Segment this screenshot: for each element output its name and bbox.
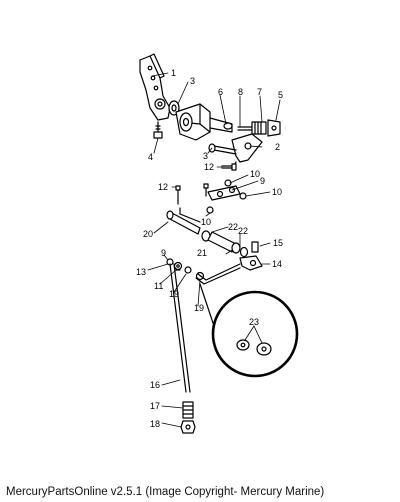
callout-labels: 1 2 3 3 4 5 6 7 8 9 9 10 10 10 11 12 12 … (136, 68, 283, 429)
part-link-rod (195, 263, 241, 285)
part-long-rod (169, 263, 191, 393)
callout-8: 8 (238, 87, 243, 97)
callout-18: 18 (150, 419, 160, 429)
callout-6: 6 (218, 87, 223, 97)
callout-7: 7 (257, 87, 262, 97)
callout-19: 19 (194, 303, 204, 313)
callout-3: 3 (203, 151, 208, 161)
callout-12: 12 (204, 162, 214, 172)
callout-14: 14 (272, 259, 282, 269)
callout-22: 22 (238, 226, 248, 236)
callout-16: 16 (150, 380, 160, 390)
callout-15: 15 (273, 238, 283, 248)
copyright-footer: MercuryPartsOnline v2.5.1 (Image Copyrig… (6, 486, 325, 498)
part-pivot-housing (175, 103, 233, 141)
part-screw-upper (221, 163, 237, 171)
callout-17: 17 (150, 401, 160, 411)
callout-5: 5 (278, 90, 283, 100)
callout-11: 11 (154, 281, 163, 291)
part-cross-shaft (166, 207, 201, 235)
callout-1: 1 (171, 68, 176, 78)
callout-4: 4 (148, 152, 153, 162)
callout-9: 9 (260, 176, 265, 186)
part-bolt (153, 121, 163, 139)
callout-23: 23 (249, 317, 259, 327)
callout-10: 10 (272, 187, 282, 197)
callout-21: 21 (197, 248, 207, 258)
part-lever (208, 133, 263, 171)
part-rod-sleeve (182, 401, 194, 419)
callout-10: 10 (201, 217, 211, 227)
part-upper-linkage (223, 119, 281, 137)
callout-9: 9 (161, 248, 166, 258)
part-rod-nut (180, 420, 196, 434)
callout-22: 22 (228, 222, 238, 232)
leader-lines (147, 72, 281, 428)
part-clamp (239, 241, 263, 271)
part-mid-linkage (203, 179, 247, 214)
callout-2: 2 (275, 142, 280, 152)
callout-10: 10 (250, 169, 260, 179)
part-small-fasteners (166, 258, 205, 281)
callout-12: 12 (158, 182, 168, 192)
callout-20: 20 (143, 229, 153, 239)
detail-view-circle (199, 283, 299, 378)
part-screw-lower (175, 185, 181, 205)
callout-13: 13 (136, 267, 146, 277)
part-sleeve (201, 230, 249, 258)
part-throttle-arm (139, 53, 171, 121)
callout-3: 3 (190, 76, 195, 86)
callout-19: 19 (169, 289, 179, 299)
